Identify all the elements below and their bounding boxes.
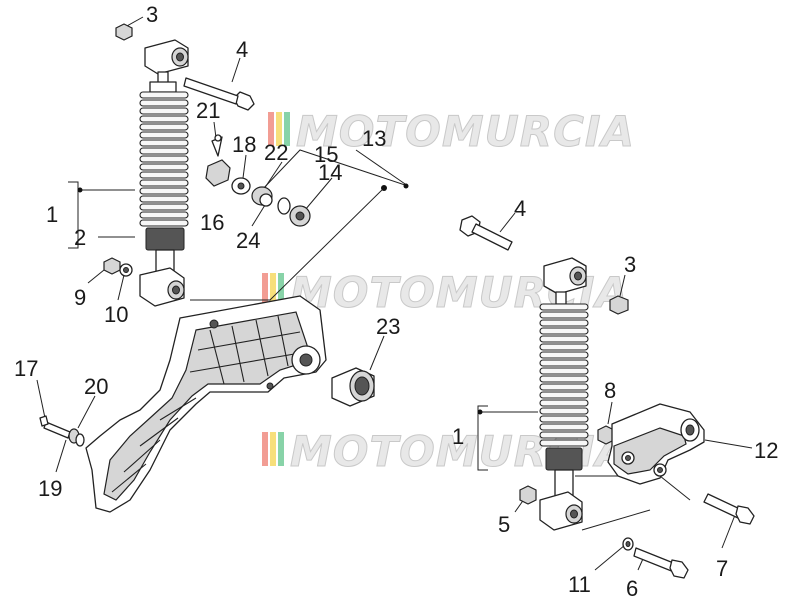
left-hardware <box>103 23 311 277</box>
callout-23: 23 <box>376 314 400 339</box>
callout-2: 2 <box>74 225 86 250</box>
callout-dot <box>77 187 83 193</box>
callout-5: 5 <box>498 512 510 537</box>
mount-bracket-12 <box>607 403 705 485</box>
callout-18: 18 <box>232 132 256 157</box>
callout-dot <box>403 183 409 189</box>
swing-arm-bracket <box>85 295 327 513</box>
callout-8: 8 <box>604 378 616 403</box>
callout-11: 11 <box>568 572 591 597</box>
callout-4-right: 4 <box>514 196 526 221</box>
callout-14: 14 <box>318 160 342 185</box>
bolt-4-right <box>459 215 513 251</box>
callout-20: 20 <box>84 374 108 399</box>
callout-15: 15 <box>314 142 338 167</box>
watermark-text: MOTOMURCIA <box>296 107 635 156</box>
callout-1-left: 1 <box>46 202 58 227</box>
callout-13: 13 <box>362 126 386 151</box>
bushing-23 <box>331 367 375 407</box>
right-shock-spring <box>539 303 589 447</box>
callout-3: 3 <box>146 2 158 27</box>
callout-12: 12 <box>754 438 778 463</box>
callout-24: 24 <box>236 228 260 253</box>
callout-19: 19 <box>38 476 62 501</box>
callout-3-right: 3 <box>624 252 636 277</box>
right-shock-absorber <box>539 257 589 531</box>
callout-9: 9 <box>74 285 86 310</box>
callout-22: 22 <box>264 140 288 165</box>
callout-10: 10 <box>104 302 128 327</box>
right-hardware <box>459 215 755 579</box>
left-shock-absorber <box>139 39 189 307</box>
callout-21: 21 <box>196 98 220 123</box>
callout-16: 16 <box>200 210 224 235</box>
callout-17: 17 <box>14 356 38 381</box>
watermark-top: MOTOMURCIA <box>268 107 635 157</box>
bracket-ribs <box>111 315 307 493</box>
bolt-17-assembly <box>39 415 85 447</box>
bolt-6 <box>633 547 689 579</box>
callout-dot <box>381 185 387 191</box>
callout-4: 4 <box>236 37 248 62</box>
callout-labels: 3 4 21 18 22 15 13 14 16 24 1 2 9 10 23 … <box>14 2 778 600</box>
bolt-4-top <box>183 77 255 111</box>
callout-6: 6 <box>626 576 638 600</box>
bolt-7 <box>703 493 755 525</box>
callout-dot <box>477 409 483 415</box>
callout-7: 7 <box>716 556 728 581</box>
callout-1-right: 1 <box>452 424 464 449</box>
left-shock-spring <box>139 91 189 227</box>
